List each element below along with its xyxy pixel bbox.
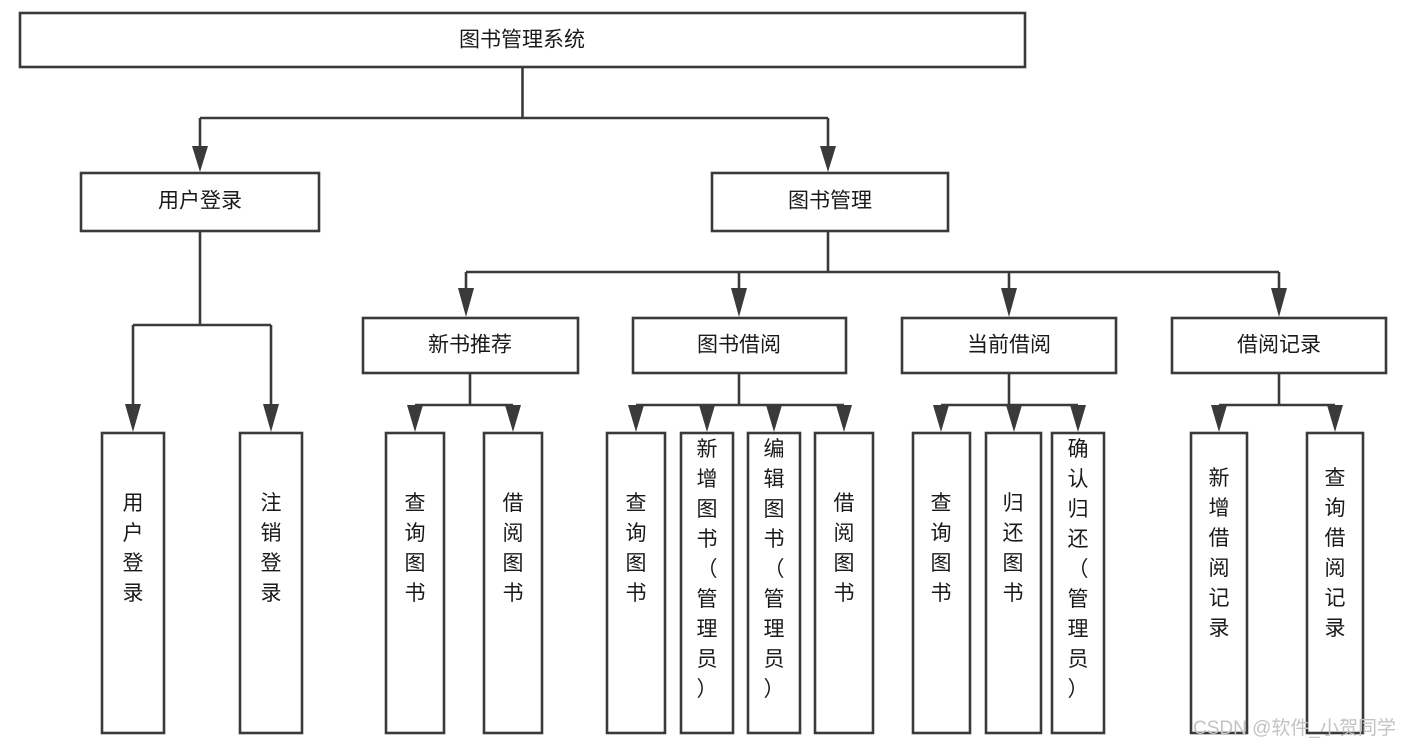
arrow-head-bookborrow-leaf-4 — [836, 405, 852, 432]
arrow-head-book-mgmt — [820, 146, 836, 172]
leaf-add-book-admin-box[interactable] — [679, 431, 735, 735]
node-current-borrow-label: 当前借阅 — [967, 334, 1051, 357]
node-book-management-box[interactable] — [710, 171, 950, 233]
leaf-borrow-query-book[interactable]: 查询图书 — [605, 431, 667, 735]
leaf-newbook-query-book-label: 查询图书 — [405, 492, 426, 605]
node-user-login-box[interactable] — [79, 171, 321, 233]
node-borrow-record[interactable]: 借阅记录 — [1170, 316, 1388, 375]
node-new-book-recommend-label: 新书推荐 — [428, 334, 512, 357]
connector-layer — [125, 67, 1343, 432]
arrow-head-new-book-rec — [458, 288, 474, 317]
leaf-add-book-admin[interactable]: 新增图书（管理员） — [679, 431, 735, 735]
node-book-borrow[interactable]: 图书借阅 — [631, 316, 848, 375]
leaf-borrow-query-book-label: 查询图书 — [626, 492, 647, 605]
leaf-add-borrow-record[interactable]: 新增借阅记录 — [1189, 431, 1249, 735]
node-user-login[interactable]: 用户登录 — [79, 171, 321, 233]
node-new-book-recommend-box[interactable] — [361, 316, 580, 375]
leaf-newbook-query-book-box[interactable] — [384, 431, 446, 735]
leaf-return-book[interactable]: 归还图书 — [984, 431, 1043, 735]
node-book-borrow-box[interactable] — [631, 316, 848, 375]
arrow-head-bookborrow-leaf-2 — [699, 405, 715, 432]
leaf-newbook-borrow-book-box[interactable] — [482, 431, 544, 735]
node-borrow-record-label: 借阅记录 — [1237, 334, 1321, 357]
watermark-label: CSDN @软件_小贺同学 — [1193, 717, 1396, 739]
leaf-confirm-return-admin-box[interactable] — [1050, 431, 1106, 735]
leaf-edit-book-admin-label: 编辑图书（管理员） — [764, 438, 785, 701]
leaf-current-query-book[interactable]: 查询图书 — [911, 431, 972, 735]
leaf-logout-label: 注销登录 — [261, 492, 282, 605]
leaf-confirm-return-admin-label: 确认归还（管理员） — [1068, 438, 1089, 701]
leaf-borrow-book[interactable]: 借阅图书 — [813, 431, 875, 735]
leaf-current-query-book-label: 查询图书 — [931, 492, 952, 605]
node-new-book-recommend[interactable]: 新书推荐 — [361, 316, 580, 375]
leaf-user-login-label: 用户登录 — [123, 492, 144, 605]
leaf-query-borrow-record-box[interactable] — [1305, 431, 1365, 735]
arrow-head-currentborrow-leaf-3 — [1070, 405, 1086, 432]
leaf-current-query-book-box[interactable] — [911, 431, 972, 735]
node-book-borrow-label: 图书借阅 — [697, 334, 781, 357]
leaf-borrow-book-label: 借阅图书 — [834, 492, 855, 605]
leaf-query-borrow-record[interactable]: 查询借阅记录 — [1305, 431, 1365, 735]
arrow-head-user-login — [192, 146, 208, 172]
leaf-newbook-borrow-book[interactable]: 借阅图书 — [482, 431, 544, 735]
leaf-logout-box[interactable] — [238, 431, 304, 735]
leaf-return-book-label: 归还图书 — [1003, 492, 1024, 605]
arrow-head-newbook-leaf-2 — [505, 405, 521, 432]
leaf-newbook-borrow-book-label: 借阅图书 — [503, 492, 524, 605]
arrow-head-borrowrecord-leaf-2 — [1327, 405, 1343, 432]
node-root-label: 图书管理系统 — [459, 29, 585, 52]
leaf-node-group: 用户登录 注销登录 查询图书 借阅图书 查询图书 新增图书（管理员） — [100, 431, 1365, 735]
arrow-head-currentborrow-leaf-2 — [1006, 405, 1022, 432]
leaf-logout[interactable]: 注销登录 — [238, 431, 304, 735]
leaf-user-login[interactable]: 用户登录 — [100, 431, 166, 735]
arrow-head-leaf-user-login — [125, 404, 141, 432]
leaf-edit-book-admin[interactable]: 编辑图书（管理员） — [746, 431, 802, 735]
leaf-borrow-query-book-box[interactable] — [605, 431, 667, 735]
arrow-head-bookborrow-leaf-1 — [628, 405, 644, 432]
node-root-box[interactable] — [18, 11, 1027, 69]
arrow-head-borrow-record — [1271, 288, 1287, 317]
node-borrow-record-box[interactable] — [1170, 316, 1388, 375]
arrow-head-leaf-logout — [263, 404, 279, 432]
node-book-management-label: 图书管理 — [788, 190, 872, 213]
leaf-user-login-box[interactable] — [100, 431, 166, 735]
leaf-query-borrow-record-label: 查询借阅记录 — [1325, 467, 1346, 640]
arrow-head-currentborrow-leaf-1 — [933, 405, 949, 432]
leaf-return-book-box[interactable] — [984, 431, 1043, 735]
node-current-borrow-box[interactable] — [900, 316, 1118, 375]
leaf-add-borrow-record-label: 新增借阅记录 — [1209, 467, 1230, 640]
leaf-add-borrow-record-box[interactable] — [1189, 431, 1249, 735]
arrow-head-borrowrecord-leaf-1 — [1211, 405, 1227, 432]
arrow-head-newbook-leaf-1 — [407, 405, 423, 432]
node-book-management[interactable]: 图书管理 — [710, 171, 950, 233]
arrow-head-bookborrow-leaf-3 — [766, 405, 782, 432]
arrow-head-book-borrow — [731, 288, 747, 317]
leaf-borrow-book-box[interactable] — [813, 431, 875, 735]
leaf-edit-book-admin-box[interactable] — [746, 431, 802, 735]
leaf-newbook-query-book[interactable]: 查询图书 — [384, 431, 446, 735]
arrow-head-current-borrow — [1001, 288, 1017, 317]
node-user-login-label: 用户登录 — [158, 190, 242, 213]
leaf-confirm-return-admin[interactable]: 确认归还（管理员） — [1050, 431, 1106, 735]
node-root[interactable]: 图书管理系统 — [18, 11, 1027, 69]
node-current-borrow[interactable]: 当前借阅 — [900, 316, 1118, 375]
leaf-add-book-admin-label: 新增图书（管理员） — [697, 438, 718, 701]
